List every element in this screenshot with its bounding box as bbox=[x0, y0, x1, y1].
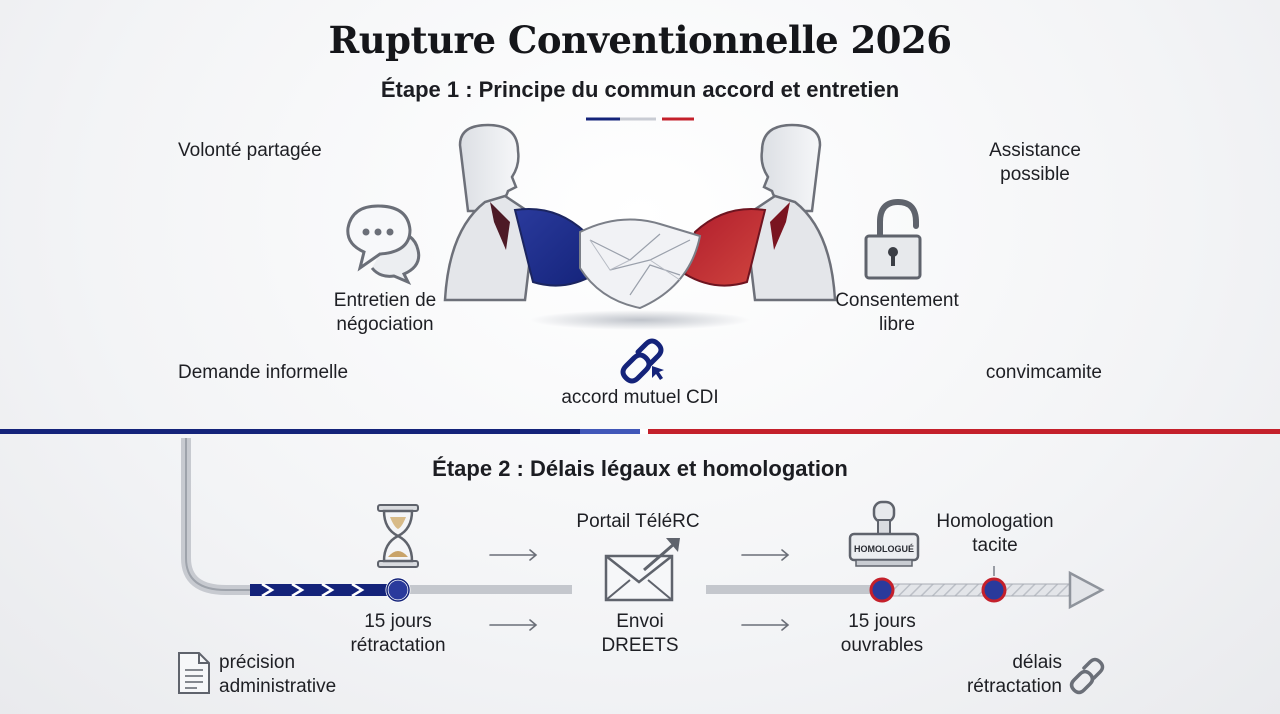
handshake-illustration bbox=[443, 123, 837, 330]
tricolor-underline bbox=[586, 117, 694, 121]
label-line: Assistance bbox=[989, 140, 1081, 161]
page-title: Rupture Conventionnelle 2026 bbox=[328, 18, 952, 62]
label-precision-administrative: précision administrative bbox=[219, 651, 336, 699]
label-homologation: Homologation tacite bbox=[910, 510, 1080, 558]
label-delais-retractation: délais rétractation bbox=[900, 651, 1062, 699]
section-divider bbox=[0, 429, 1280, 434]
label-assistance-possible: Assistance possible bbox=[960, 139, 1110, 187]
label-volonte-partagee: Volonté partagée bbox=[178, 140, 322, 161]
label-retraction: 15 jours rétractation bbox=[318, 610, 478, 658]
label-line: DREETS bbox=[601, 635, 679, 656]
label-line: possible bbox=[1000, 164, 1070, 185]
label-jours-ouvrables: 15 jours ouvrables bbox=[802, 610, 962, 658]
envelope-icon bbox=[604, 538, 680, 602]
label-line: Envoi bbox=[616, 611, 664, 632]
stamp-icon: HOMOLOGUÉ bbox=[848, 500, 920, 567]
padlock-icon bbox=[864, 198, 922, 280]
label-portail: Portail TéléRC bbox=[576, 511, 700, 532]
link-icon bbox=[620, 338, 664, 384]
label-envoi-dreets: Envoi DREETS bbox=[560, 610, 720, 658]
label-accord-mutuel: accord mutuel CDI bbox=[561, 387, 719, 408]
label-line: rétractation bbox=[966, 676, 1062, 697]
label-line: délais bbox=[1012, 652, 1062, 673]
label-convimcamite: convimcamite bbox=[985, 362, 1102, 383]
label-consentement-libre: Consentement libre bbox=[812, 289, 982, 337]
stamp-text: HOMOLOGUÉ bbox=[854, 544, 914, 554]
timeline-track bbox=[181, 438, 1105, 631]
label-line: Entretien de bbox=[333, 290, 437, 311]
hourglass-icon bbox=[377, 504, 419, 568]
label-entretien-negociation: Entretien de négociation bbox=[300, 289, 470, 337]
step2-title: Étape 2 : Délais légaux et homologation bbox=[432, 456, 848, 481]
chain-icon bbox=[1069, 657, 1105, 695]
label-demande-informelle: Demande informelle bbox=[178, 362, 349, 383]
speech-bubble-icon bbox=[346, 204, 421, 285]
label-line: négociation bbox=[336, 314, 434, 335]
label-line: 15 jours bbox=[364, 611, 432, 632]
label-line: rétractation bbox=[350, 635, 446, 656]
label-line: Consentement bbox=[835, 290, 959, 311]
label-line: tacite bbox=[972, 535, 1018, 556]
label-line: ouvrables bbox=[840, 635, 924, 656]
label-line: libre bbox=[879, 314, 915, 335]
label-line: 15 jours bbox=[848, 611, 916, 632]
label-line: administrative bbox=[219, 676, 337, 697]
label-line: Homologation bbox=[936, 511, 1054, 532]
label-line: précision bbox=[219, 652, 296, 673]
document-icon bbox=[178, 652, 210, 694]
step1-title: Étape 1 : Principe du commun accord et e… bbox=[380, 77, 900, 102]
